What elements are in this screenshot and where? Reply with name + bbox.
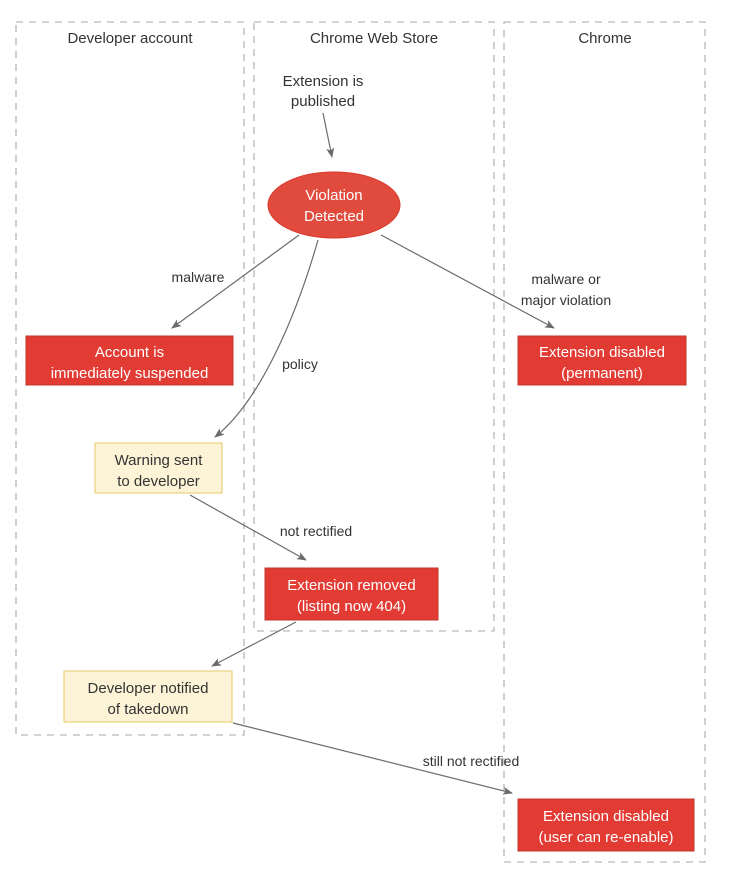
edge-violation-to-warning-line bbox=[214, 239, 319, 438]
lane-chrome-web-store-title: Chrome Web Store bbox=[310, 30, 438, 47]
edge-notified-to-disabled-reenable-line bbox=[232, 722, 513, 795]
node-extension-disabled-reenable-shape[interactable] bbox=[517, 798, 695, 852]
edge-violation-to-disabled-permanent-line bbox=[380, 234, 555, 329]
node-extension-disabled-reenable[interactable]: Extension disabled (user can re-enable) bbox=[517, 798, 695, 852]
lane-developer-account-border bbox=[15, 21, 245, 736]
node-account-suspended-shape[interactable] bbox=[25, 335, 234, 386]
edge-violation-to-disabled-permanent-label-line2: major violation bbox=[521, 292, 611, 308]
edge-notified-to-disabled-reenable-label: still not rectified bbox=[423, 753, 519, 769]
node-extension-disabled-permanent[interactable]: Extension disabled (permanent) bbox=[517, 335, 687, 386]
node-warning-sent-line2: to developer bbox=[117, 473, 200, 490]
node-developer-notified-shape[interactable] bbox=[63, 670, 233, 723]
edge-violation-to-account-suspended-line bbox=[171, 234, 300, 329]
edge-warning-to-removed-label: not rectified bbox=[280, 523, 352, 539]
node-violation-detected-line2: Detected bbox=[304, 208, 364, 225]
node-warning-sent-shape[interactable] bbox=[94, 442, 223, 494]
node-extension-published-line1: Extension is bbox=[283, 73, 364, 90]
node-account-suspended-line1: Account is bbox=[95, 344, 164, 361]
edge-notified-to-disabled-reenable: still not rectified bbox=[232, 722, 519, 795]
node-account-suspended[interactable]: Account is immediately suspended bbox=[25, 335, 234, 386]
node-warning-sent[interactable]: Warning sent to developer bbox=[94, 442, 223, 494]
lane-chrome-title: Chrome bbox=[578, 30, 631, 47]
node-developer-notified-line1: Developer notified bbox=[88, 680, 209, 697]
edge-violation-to-account-suspended: malware bbox=[171, 234, 300, 329]
node-extension-removed-line1: Extension removed bbox=[287, 577, 415, 594]
edge-removed-to-notified bbox=[211, 621, 297, 667]
lane-chrome-border bbox=[503, 21, 706, 863]
lane-chrome: Chrome bbox=[503, 21, 706, 863]
edge-violation-to-warning-label: policy bbox=[282, 356, 318, 372]
edge-violation-to-warning: policy bbox=[214, 239, 319, 438]
node-extension-disabled-reenable-line2: (user can re-enable) bbox=[538, 829, 673, 846]
edge-published-to-violation-line bbox=[322, 112, 335, 158]
edge-violation-to-disabled-permanent-label-line1: malware or bbox=[531, 271, 601, 287]
node-account-suspended-line2: immediately suspended bbox=[51, 365, 209, 382]
node-extension-removed[interactable]: Extension removed (listing now 404) bbox=[264, 567, 439, 621]
lane-chrome-web-store: Chrome Web Store bbox=[253, 21, 495, 632]
lane-chrome-web-store-border bbox=[253, 21, 495, 632]
node-extension-removed-shape[interactable] bbox=[264, 567, 439, 621]
node-extension-disabled-permanent-line2: (permanent) bbox=[561, 365, 643, 382]
edge-warning-to-removed-line bbox=[189, 494, 307, 561]
node-extension-published-line2: published bbox=[291, 93, 355, 110]
lane-developer-account: Developer account bbox=[15, 21, 245, 736]
edge-warning-to-removed: not rectified bbox=[189, 494, 352, 561]
edge-published-to-violation bbox=[322, 112, 335, 158]
node-developer-notified[interactable]: Developer notified of takedown bbox=[63, 670, 233, 723]
node-extension-disabled-permanent-line1: Extension disabled bbox=[539, 344, 665, 361]
edge-violation-to-account-suspended-label: malware bbox=[172, 269, 225, 285]
edge-removed-to-notified-line bbox=[211, 621, 297, 667]
node-warning-sent-line1: Warning sent bbox=[115, 452, 204, 469]
node-extension-disabled-reenable-line1: Extension disabled bbox=[543, 808, 669, 825]
node-developer-notified-line2: of takedown bbox=[108, 701, 189, 718]
lane-developer-account-title: Developer account bbox=[67, 30, 193, 47]
edge-violation-to-disabled-permanent: malware or major violation bbox=[380, 234, 611, 329]
node-violation-detected-line1: Violation bbox=[305, 187, 362, 204]
node-extension-removed-line2: (listing now 404) bbox=[297, 598, 406, 615]
node-extension-disabled-permanent-shape[interactable] bbox=[517, 335, 687, 386]
node-violation-detected[interactable]: Violation Detected bbox=[267, 171, 401, 239]
node-extension-published: Extension is published bbox=[283, 73, 364, 110]
node-violation-detected-shape[interactable] bbox=[267, 171, 401, 239]
